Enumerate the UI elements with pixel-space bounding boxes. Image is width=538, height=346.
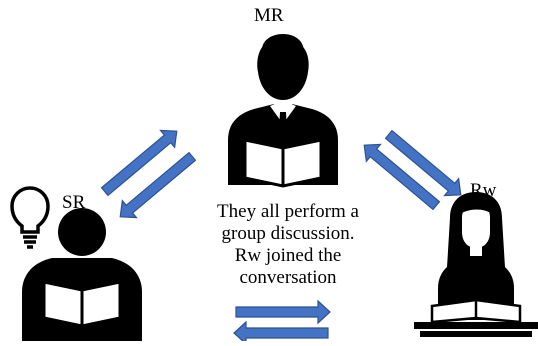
arrow-sr-to-mr — [97, 122, 185, 201]
caption-line: They all perform a — [217, 201, 359, 222]
man-in-suit-reading-icon — [228, 34, 338, 188]
caption-line: group discussion. — [221, 223, 355, 244]
sr-label: SR — [62, 192, 86, 213]
caption-line: conversation — [239, 267, 337, 288]
arrow-bottom-right — [235, 300, 331, 324]
person-reading-book-icon — [22, 208, 142, 341]
woman-reading-book-icon — [414, 192, 538, 337]
arrow-mr-to-sr — [112, 147, 200, 226]
arrow-bottom-left — [233, 321, 329, 345]
lightbulb-icon — [10, 186, 50, 249]
caption-line: Rw joined the — [234, 245, 342, 266]
rw-label: Rw — [470, 180, 497, 201]
mr-label: MR — [254, 5, 284, 26]
discussion-caption: They all perform a group discussion. Rw … — [192, 201, 384, 289]
